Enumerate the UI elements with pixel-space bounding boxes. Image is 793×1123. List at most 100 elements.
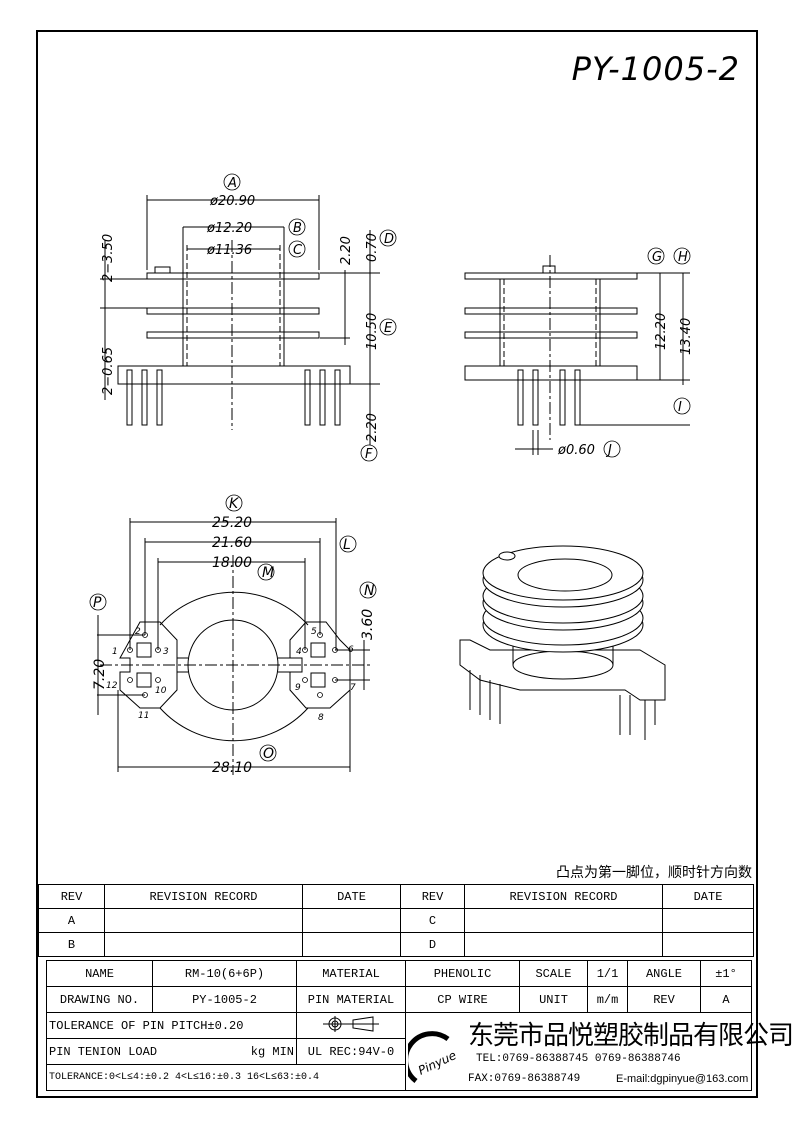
header-revision-record: REVISION RECORD: [464, 884, 663, 909]
record-cell: [104, 932, 303, 957]
material-label: MATERIAL: [296, 960, 406, 987]
drawing-no-label: DRAWING NO.: [46, 986, 153, 1013]
dim-l: 21.60: [212, 535, 252, 551]
dim-2-20: 2.20: [339, 236, 354, 265]
header-date: DATE: [302, 884, 401, 909]
pin-12: 12: [106, 681, 118, 691]
label-e: E: [384, 321, 393, 336]
pin-10: 10: [155, 686, 167, 696]
company-email: E-mail:dgpinyue@163.com: [616, 1073, 749, 1085]
name-label: NAME: [46, 960, 153, 987]
date-cell: [662, 908, 754, 933]
drawing-title: PY-1005-2: [571, 50, 740, 88]
dim-n: 3.60: [360, 609, 376, 640]
dim-left-bottom: 2−0.65: [101, 347, 116, 395]
label-d: D: [384, 232, 394, 247]
pin-tension-load: PIN TENION LOAD kg MIN: [46, 1038, 297, 1065]
date-cell: [302, 932, 401, 957]
header-rev: REV: [38, 884, 105, 909]
table-row: A C: [38, 908, 754, 933]
logo-text: Pinyue: [416, 1048, 458, 1078]
pin-1: 1: [112, 647, 118, 657]
rev-cell: A: [38, 908, 105, 933]
revision-table: REV REVISION RECORD DATE REV REVISION RE…: [38, 884, 754, 957]
isometric-view: [459, 545, 666, 740]
dim-k: 25.20: [212, 515, 252, 531]
label-j: J: [605, 443, 612, 458]
label-b: B: [293, 221, 302, 236]
pin-material-label: PIN MATERIAL: [296, 986, 406, 1013]
unit-value: m/m: [587, 986, 628, 1013]
pin-2: 2: [135, 627, 141, 637]
dim-a: ø20.90: [209, 194, 255, 209]
table-row: REV REVISION RECORD DATE REV REVISION RE…: [38, 884, 754, 909]
dim-h: 13.40: [679, 318, 694, 355]
label-c: C: [293, 243, 303, 258]
table-row: NAME RM-10(6+6P) MATERIAL PHENOLIC SCALE…: [46, 960, 752, 987]
pin-load-unit: kg MIN: [250, 1044, 294, 1059]
pin-6: 6: [348, 645, 354, 655]
technical-drawing: ø20.90 ø12.20 ø11.36 2−3.50 2−0.65 2.20 …: [89, 173, 694, 776]
pin-load-label: PIN TENION LOAD: [49, 1044, 158, 1059]
scale-label: SCALE: [519, 960, 588, 987]
projection-symbol: [296, 1012, 406, 1039]
pin-11: 11: [138, 711, 149, 721]
company-block: Pinyue 东莞市品悦塑胶制品有限公司 TEL:0769-86388745 0…: [405, 1012, 793, 1091]
scale-value: 1/1: [587, 960, 628, 987]
unit-label: UNIT: [519, 986, 588, 1013]
company-name: 东莞市品悦塑胶制品有限公司: [468, 1021, 793, 1051]
header-rev: REV: [400, 884, 465, 909]
header-revision-record: REVISION RECORD: [104, 884, 303, 909]
date-cell: [302, 908, 401, 933]
table-row: TOLERANCE:0<L≤4:±0.2 4<L≤16:±0.3 16<L≤63…: [46, 1064, 752, 1091]
general-tolerance: TOLERANCE:0<L≤4:±0.2 4<L≤16:±0.3 16<L≤63…: [46, 1064, 406, 1091]
label-l: L: [343, 537, 351, 553]
pin-numbers: 1 2 3 4 5 6 7 8 9 10 11 12: [106, 627, 356, 723]
label-a: A: [227, 176, 237, 191]
rev-cell: D: [400, 932, 465, 957]
table-row: TOLERANCE OF PIN PITCH±0.20 Pinyue 东莞市品悦…: [46, 1012, 793, 1091]
company-tel: TEL:0769-86388745 0769-86388746: [476, 1053, 681, 1065]
dim-b: ø12.20: [206, 221, 252, 236]
label-n: N: [364, 583, 375, 599]
rev-cell: C: [400, 908, 465, 933]
name-value: RM-10(6+6P): [152, 960, 297, 987]
ul-rating: UL REC:94V-0: [296, 1038, 406, 1065]
drawing-frame: [36, 30, 758, 1098]
front-view: [464, 255, 690, 455]
label-o: O: [263, 746, 274, 762]
rev-label: REV: [627, 986, 701, 1013]
dim-p: 7.20: [92, 659, 108, 690]
table-row: PIN TENION LOAD kg MIN UL REC:94V-0: [46, 1038, 752, 1065]
record-cell: [104, 908, 303, 933]
dim-f: 2.20: [365, 413, 380, 442]
title-block: NAME RM-10(6+6P) MATERIAL PHENOLIC SCALE…: [46, 960, 793, 1091]
rev-cell: B: [38, 932, 105, 957]
label-h: H: [678, 250, 688, 265]
material-value: PHENOLIC: [405, 960, 520, 987]
pin-material-value: CP WIRE: [405, 986, 520, 1013]
dim-e: 10.50: [365, 313, 380, 350]
pinyue-logo: Pinyue: [408, 1031, 458, 1083]
header-date: DATE: [662, 884, 754, 909]
angle-label: ANGLE: [627, 960, 701, 987]
pin-order-note: 凸点为第一脚位，顺时针方向数: [556, 865, 752, 881]
label-f: F: [365, 447, 373, 462]
date-cell: [662, 932, 754, 957]
dim-m: 18.00: [212, 555, 252, 571]
record-cell: [464, 908, 663, 933]
label-m: M: [262, 565, 274, 581]
pin-7: 7: [350, 683, 356, 693]
company-fax: FAX:0769-86388749: [468, 1073, 581, 1085]
rev-value: A: [700, 986, 752, 1013]
label-i: I: [678, 400, 682, 415]
table-row: DRAWING NO. PY-1005-2 PIN MATERIAL CP WI…: [46, 986, 752, 1013]
dim-g: 12.20: [654, 313, 669, 350]
label-g: G: [652, 250, 662, 265]
pin-9: 9: [295, 683, 301, 693]
pin-8: 8: [318, 713, 324, 723]
dim-d: 0.70: [365, 233, 380, 262]
label-k: K: [229, 496, 240, 512]
pin-5: 5: [311, 627, 317, 637]
dim-left-top: 2−3.50: [101, 234, 116, 282]
